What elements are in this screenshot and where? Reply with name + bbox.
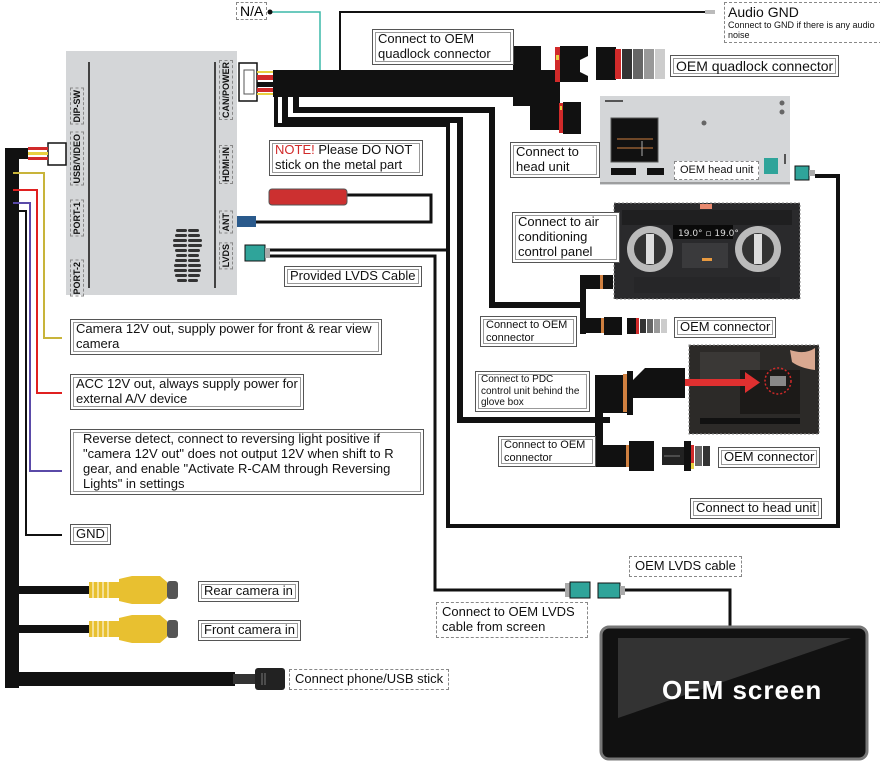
connect-oem-quadlock-label: Connect to OEM quadlock connector [372,29,514,65]
head-unit-lvds-wire [274,97,840,528]
camera-12v-wire [13,172,62,339]
vent-grille-icon [173,229,202,282]
lvds-male-connector [597,582,625,599]
connect-head-unit-bottom-label: Connect to head unit [690,498,822,519]
port-lvds: LVDS [219,242,233,270]
oem-connector-1 [580,317,667,335]
usb-label: Connect phone/USB stick [289,669,450,690]
lvds-female-connector [565,581,591,599]
audio-gnd-terminal [705,10,715,14]
note-prefix: NOTE! [275,142,315,157]
note-text-2: stick on the metal part [275,156,403,172]
ac-panel-photo: 19.0° ▫ 19.0° [613,202,801,300]
oem-connector-1-label: OEM connector [674,317,777,338]
acc-12v-label: ACC 12V out, always supply power for ext… [70,374,304,410]
left-harness-trunk [5,148,19,688]
rear-camera-label: Rear camera in [198,581,299,602]
port-1: PORT-1 [70,200,84,237]
pdc-glove-box-photo [688,344,820,435]
interface-module [66,51,237,295]
quadlock-plug [555,46,588,82]
pdc-arrow-icon [685,372,760,393]
front-camera-rca-connector [89,615,178,643]
oem-connector-2-label: OEM connector [718,447,821,468]
port-can-power: CAN/POWER [219,60,233,120]
connect-head-unit-top-label: Connect to head unit [510,142,600,178]
svg-text:19.0° ▫ 19.0°: 19.0° ▫ 19.0° [678,229,739,239]
module-lvds-connector [244,244,270,262]
connect-oem-connector-1-label: Connect to OEM connector [480,316,577,348]
audio-gnd-label: Audio GND Connect to GND if there is any… [724,2,880,43]
provided-lvds-label: Provided LVDS Cable [284,266,422,287]
usb-video-plug [28,142,67,166]
connect-ac-panel-label: Connect to air conditioning control pane… [512,212,620,263]
rear-camera-rca-connector [89,576,178,604]
can-power-plug [238,62,273,102]
front-camera-label: Front camera in [198,620,302,641]
port-usb-video: USB/VIDEO [70,132,84,186]
oem-screen-label: OEM screen [662,675,823,705]
connect-oem-connector-2-label: Connect to OEM connector [498,436,596,468]
audio-gnd-title: Audio GND [728,4,799,20]
connect-pdc-label: Connect to PDC control unit behind the g… [475,371,590,412]
oem-head-unit-label: OEM head unit [674,161,760,180]
acc-12v-wire [13,189,62,394]
usb-connector [233,668,285,690]
oem-screen [599,625,869,761]
na-terminal [267,9,273,15]
antenna-module [237,188,433,227]
provided-lvds-wire-b [270,254,568,592]
oem-lvds-wire [625,588,732,628]
port-dip-sw: DIP-SW [70,88,84,125]
oem-quadlock-socket [596,47,665,80]
front-camera-cable [5,625,95,633]
gnd-wire [13,210,62,536]
port-2: PORT-2 [70,260,84,297]
head-unit-plug [559,102,581,134]
na-label: N/A [236,2,268,20]
oem-lvds-cable-label: OEM LVDS cable [629,556,742,577]
antenna-note-label: NOTE! Please DO NOT stick on the metal p… [269,140,423,176]
na-wire [272,11,321,70]
connect-oem-lvds-label: Connect to OEM LVDS cable from screen [436,602,588,638]
reverse-detect-wire [13,202,62,472]
port-hdmi-in: HDMI-IN [219,145,233,184]
pdc-plug [595,368,685,458]
head-unit-lvds-connector [794,165,815,181]
oem-connector-2 [595,441,710,471]
audio-gnd-note: Connect to GND if there is any audio noi… [728,20,875,41]
port-ant: ANT [219,211,233,234]
ac-panel-plug [580,275,613,334]
note-text-1: Please DO NOT [314,142,413,157]
reverse-detect-label: Reverse detect, connect to reversing lig… [70,429,424,495]
camera-12v-label: Camera 12V out, supply power for front &… [70,319,382,355]
rear-camera-cable [5,586,95,594]
oem-quadlock-connector-label: OEM quadlock connector [670,55,840,78]
gnd-label: GND [70,524,111,545]
audio-gnd-wire [339,11,705,70]
usb-cable [5,672,235,686]
pdc-harness-wire [282,97,610,423]
ac-harness-wire [293,97,583,308]
